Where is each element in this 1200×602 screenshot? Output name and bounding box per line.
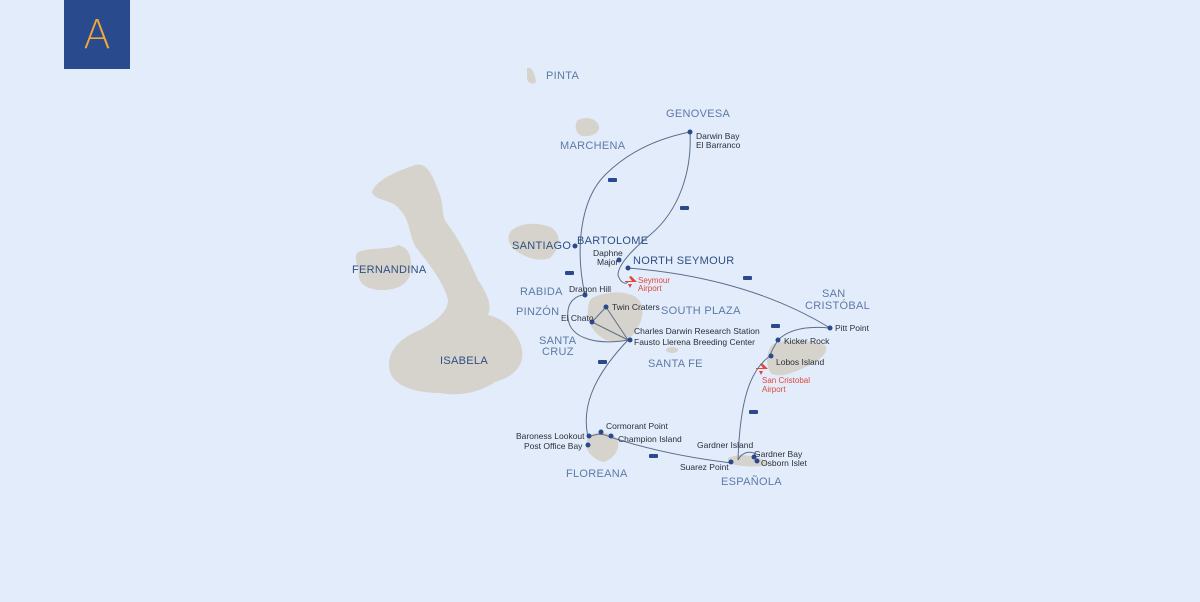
- island-label-san-cristobal-line1: SAN: [822, 288, 846, 300]
- site-label-baroness-lookout: Baroness Lookout: [516, 431, 585, 441]
- site-label-charles-darwin-research-station: Charles Darwin Research Station: [634, 326, 760, 336]
- site-label-osborn-islet: Osborn Islet: [761, 458, 807, 468]
- site-label-el-chato: El Chato: [561, 313, 594, 323]
- santa-cruz-island: [587, 292, 643, 342]
- island-label-marchena: MARCHENA: [560, 140, 626, 152]
- island-label-rabida: RABIDA: [520, 286, 563, 298]
- airport-label-seymour-line1: Seymour: [638, 276, 671, 285]
- santiago-island: [508, 223, 559, 260]
- site-label-cormorant-point: Cormorant Point: [606, 421, 668, 431]
- site-label-dragon-hill: Dragon Hill: [569, 284, 612, 294]
- logo-letter: A: [83, 11, 111, 58]
- site-label-gardner-bay: Gardner Bay: [754, 449, 803, 459]
- island-label-genovesa: GENOVESA: [666, 108, 731, 120]
- island-label-isabela: ISABELA: [440, 355, 488, 367]
- san-cristobal-island: [767, 340, 827, 376]
- island-label-san-cristobal-line2: CRISTÓBAL: [805, 300, 871, 312]
- site-label-lobos-island: Lobos Island: [776, 357, 825, 367]
- ship-icons: [565, 178, 780, 458]
- site-label-el-barranco: El Barranco: [696, 140, 741, 150]
- island-label-bartolome: BARTOLOME: [577, 235, 649, 247]
- airport-label-san-cristobal-line1: San Cristobal: [762, 376, 811, 385]
- site-label-champion-island: Champion Island: [618, 434, 682, 444]
- site-label-suarez-point: Suarez Point: [680, 462, 729, 472]
- cruise-route: [567, 131, 831, 464]
- island-label-fernandina: FERNANDINA: [352, 264, 427, 276]
- pinta-island: [527, 67, 536, 84]
- site-label-darwin-bay: Darwin Bay: [696, 131, 740, 141]
- site-label-daphne-line2: Major: [597, 257, 619, 267]
- site-label-twin-craters: Twin Craters: [612, 302, 660, 312]
- marchena-island: [575, 118, 600, 137]
- isabela-island: [372, 164, 523, 395]
- island-label-pinzon: PINZÓN: [516, 306, 560, 318]
- island-label-pinta: PINTA: [546, 70, 580, 82]
- floreana-island: [586, 432, 619, 462]
- island-label-santa-cruz-line2: CRUZ: [542, 346, 574, 358]
- island-label-floreana: FLOREANA: [566, 468, 628, 480]
- site-label-daphne-line1: Daphne: [593, 248, 623, 258]
- fernandina-island: [355, 245, 411, 291]
- site-label-post-office-bay: Post Office Bay: [524, 441, 583, 451]
- island-label-santa-cruz-line1: SANTA: [539, 335, 577, 347]
- site-label-gardner-island: Gardner Island: [697, 440, 754, 450]
- site-label-fausto-llerena-breeding-center: Fausto Llerena Breeding Center: [634, 337, 755, 347]
- island-label-santiago: SANTIAGO: [512, 240, 572, 252]
- island-label-north-seymour: NORTH SEYMOUR: [633, 255, 735, 267]
- land-masses: [355, 67, 827, 467]
- airport-icons: [625, 276, 768, 375]
- airport-label-san-cristobal-line2: Airport: [762, 385, 786, 394]
- airport-label-seymour-line2: Airport: [638, 284, 662, 293]
- logo-badge: A: [64, 0, 130, 69]
- santa-fe-island: [666, 347, 678, 353]
- island-label-south-plaza: SOUTH PLAZA: [661, 305, 741, 317]
- island-label-santa-fe: SANTA FE: [648, 358, 703, 370]
- stop-markers: [572, 129, 833, 465]
- site-label-kicker-rock: Kicker Rock: [784, 336, 830, 346]
- site-label-pitt-point: Pitt Point: [835, 323, 870, 333]
- island-label-espanola: ESPAÑOLA: [721, 476, 782, 488]
